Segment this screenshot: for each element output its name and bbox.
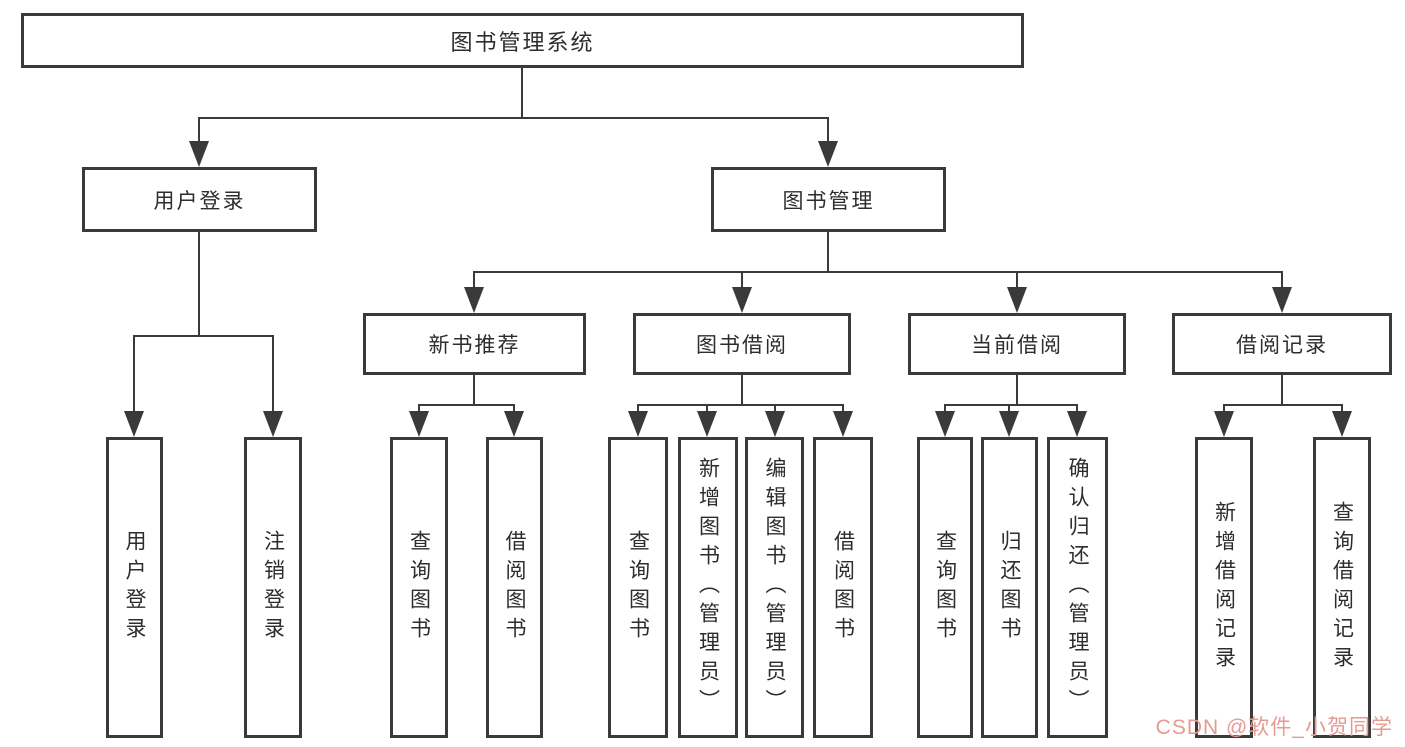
connector-user-login-stub <box>198 232 200 337</box>
node-label: 借阅图书 <box>503 529 526 646</box>
connector-groupA-bar <box>418 404 515 406</box>
node-current-borrow: 当前借阅 <box>908 313 1126 375</box>
leaf-query-borrow-record: 查询借阅记录 <box>1313 437 1371 738</box>
arrowhead-new-book <box>464 287 484 313</box>
node-label: 确认归还（管理员） <box>1066 457 1089 718</box>
leaf-query-books-current: 查询图书 <box>917 437 973 738</box>
node-user-login: 用户登录 <box>82 167 317 232</box>
leaf-add-borrow-record: 新增借阅记录 <box>1195 437 1253 738</box>
connector-user-login-bar <box>133 335 274 337</box>
connector-groupC-bar <box>944 404 1078 406</box>
node-label: 新增借阅记录 <box>1212 500 1236 675</box>
node-label: 查询图书 <box>407 529 431 646</box>
arrowhead-groupB-1 <box>628 411 648 437</box>
arrowhead-book-mgmt <box>818 141 838 167</box>
connector-groupD-shaft2 <box>1341 404 1343 413</box>
leaf-user-login: 用户登录 <box>106 437 163 738</box>
connector-groupC-shaft1 <box>944 404 946 413</box>
connector-groupC-stub <box>1016 375 1018 406</box>
node-new-book-recommend: 新书推荐 <box>363 313 586 375</box>
node-borrow-records: 借阅记录 <box>1172 313 1392 375</box>
connector-level2-bar <box>198 117 829 119</box>
arrowhead-groupA-2 <box>504 411 524 437</box>
connector-groupB-shaft2 <box>706 404 708 413</box>
node-label: 图书管理 <box>782 189 875 213</box>
connector-user-login-shaft <box>198 117 200 143</box>
arrowhead-groupC-1 <box>935 411 955 437</box>
node-label: 借阅记录 <box>1236 334 1328 357</box>
node-label: 查询图书 <box>626 529 650 646</box>
connector-groupA-stub <box>473 375 475 406</box>
node-label: 新书推荐 <box>428 334 521 357</box>
connector-groupB-shaft4 <box>842 404 844 413</box>
connector-book-mgmt-shaft <box>827 117 829 143</box>
connector-groupB-shaft3 <box>774 404 776 413</box>
connector-groupB-bar <box>637 404 844 406</box>
arrowhead-leaf-logout <box>263 411 283 437</box>
node-book-borrow: 图书借阅 <box>633 313 851 375</box>
leaf-query-books-borrow: 查询图书 <box>608 437 668 738</box>
leaf-confirm-return-admin: 确认归还（管理员） <box>1047 437 1108 738</box>
connector-level3-bar <box>473 271 1283 273</box>
arrowhead-user-login <box>189 141 209 167</box>
leaf-query-books-recommend: 查询图书 <box>390 437 448 738</box>
arrowhead-current-borrow <box>1007 287 1027 313</box>
arrowhead-borrow-records <box>1272 287 1292 313</box>
node-label: 查询借阅记录 <box>1330 500 1354 675</box>
arrowhead-groupA-1 <box>409 411 429 437</box>
node-label: 查询图书 <box>933 529 957 646</box>
connector-new-book-shaft <box>473 271 475 289</box>
node-label: 用户登录 <box>123 529 146 646</box>
connector-groupD-bar <box>1223 404 1343 406</box>
node-label: 编辑图书（管理员） <box>763 457 786 718</box>
leaf-borrow-books-recommend: 借阅图书 <box>486 437 543 738</box>
node-label: 注销登录 <box>261 529 285 646</box>
connector-leaf-login-shaft <box>133 335 135 413</box>
arrowhead-book-borrow <box>732 287 752 313</box>
node-label: 图书管理系统 <box>450 29 595 55</box>
arrowhead-leaf-login <box>124 411 144 437</box>
connector-groupA-shaft1 <box>418 404 420 413</box>
arrowhead-groupC-2 <box>999 411 1019 437</box>
connector-groupC-shaft2 <box>1008 404 1010 413</box>
node-label: 借阅图书 <box>831 529 855 646</box>
connector-groupB-shaft1 <box>637 404 639 413</box>
connector-groupC-shaft3 <box>1076 404 1078 413</box>
connector-groupB-stub <box>741 375 743 406</box>
arrowhead-groupB-3 <box>765 411 785 437</box>
node-label: 当前借阅 <box>971 334 1063 357</box>
arrowhead-groupB-2 <box>697 411 717 437</box>
arrowhead-groupD-1 <box>1214 411 1234 437</box>
node-label: 新增图书（管理员） <box>696 457 720 718</box>
connector-groupD-stub <box>1281 375 1283 406</box>
node-library-management-system: 图书管理系统 <box>21 13 1024 68</box>
connector-current-borrow-shaft <box>1016 271 1018 289</box>
node-label: 用户登录 <box>153 189 246 213</box>
connector-book-borrow-shaft <box>741 271 743 289</box>
leaf-edit-book-admin: 编辑图书（管理员） <box>745 437 804 738</box>
node-label: 归还图书 <box>998 529 1021 646</box>
connector-book-mgmt-stub <box>827 232 829 273</box>
connector-root-stub <box>521 68 523 119</box>
connector-borrow-records-shaft <box>1281 271 1283 289</box>
arrowhead-groupB-4 <box>833 411 853 437</box>
leaf-logout: 注销登录 <box>244 437 302 738</box>
connector-leaf-logout-shaft <box>272 335 274 413</box>
node-label: 图书借阅 <box>696 334 788 357</box>
connector-groupA-shaft2 <box>513 404 515 413</box>
leaf-return-book: 归还图书 <box>981 437 1038 738</box>
leaf-borrow-books: 借阅图书 <box>813 437 873 738</box>
node-book-management: 图书管理 <box>711 167 946 232</box>
watermark: CSDN @软件_小贺同学 <box>1155 716 1393 739</box>
arrowhead-groupD-2 <box>1332 411 1352 437</box>
arrowhead-groupC-3 <box>1067 411 1087 437</box>
leaf-add-book-admin: 新增图书（管理员） <box>678 437 738 738</box>
connector-groupD-shaft1 <box>1223 404 1225 413</box>
